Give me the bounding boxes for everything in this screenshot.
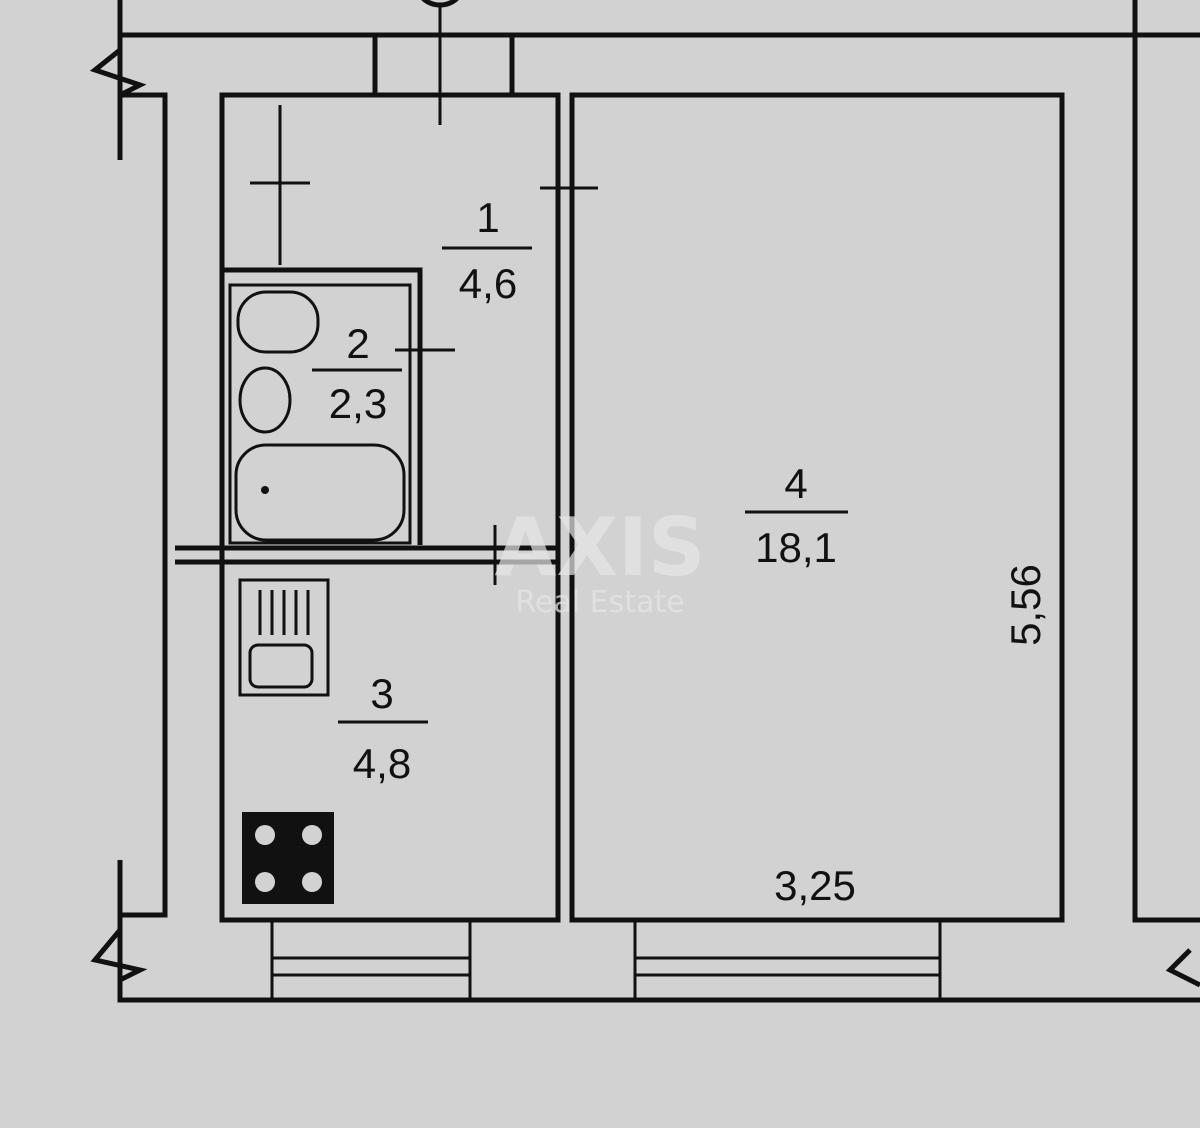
width-dimension: 3,25 (774, 862, 856, 909)
room-area: 4,8 (353, 740, 411, 787)
room-1-label: 1 4,6 (442, 194, 532, 307)
room-number: 1 (476, 194, 499, 241)
stove-icon (242, 812, 334, 904)
sink-icon (238, 366, 292, 434)
length-dimension: 5,56 (1002, 564, 1049, 646)
room-area: 18,1 (755, 524, 837, 571)
windows (270, 918, 942, 1002)
room-area: 4,6 (459, 260, 517, 307)
room-number: 4 (784, 460, 807, 507)
fixtures (234, 290, 406, 904)
room-2-label: 2 2,3 (312, 320, 402, 427)
toilet-icon (236, 290, 320, 354)
room-4-label: 4 18,1 (745, 460, 848, 571)
room-number: 3 (370, 670, 393, 717)
watermark: AXIS Real Estate (495, 501, 706, 620)
kitchen-sink-icon (238, 578, 330, 697)
room-number: 2 (346, 320, 369, 367)
room-3-label: 3 4,8 (338, 670, 428, 787)
outer-walls (89, 0, 1200, 1003)
room-area: 2,3 (329, 380, 387, 427)
bathtub-icon (234, 443, 406, 542)
watermark-brand: AXIS (495, 501, 706, 594)
watermark-subtitle: Real Estate (515, 585, 684, 620)
